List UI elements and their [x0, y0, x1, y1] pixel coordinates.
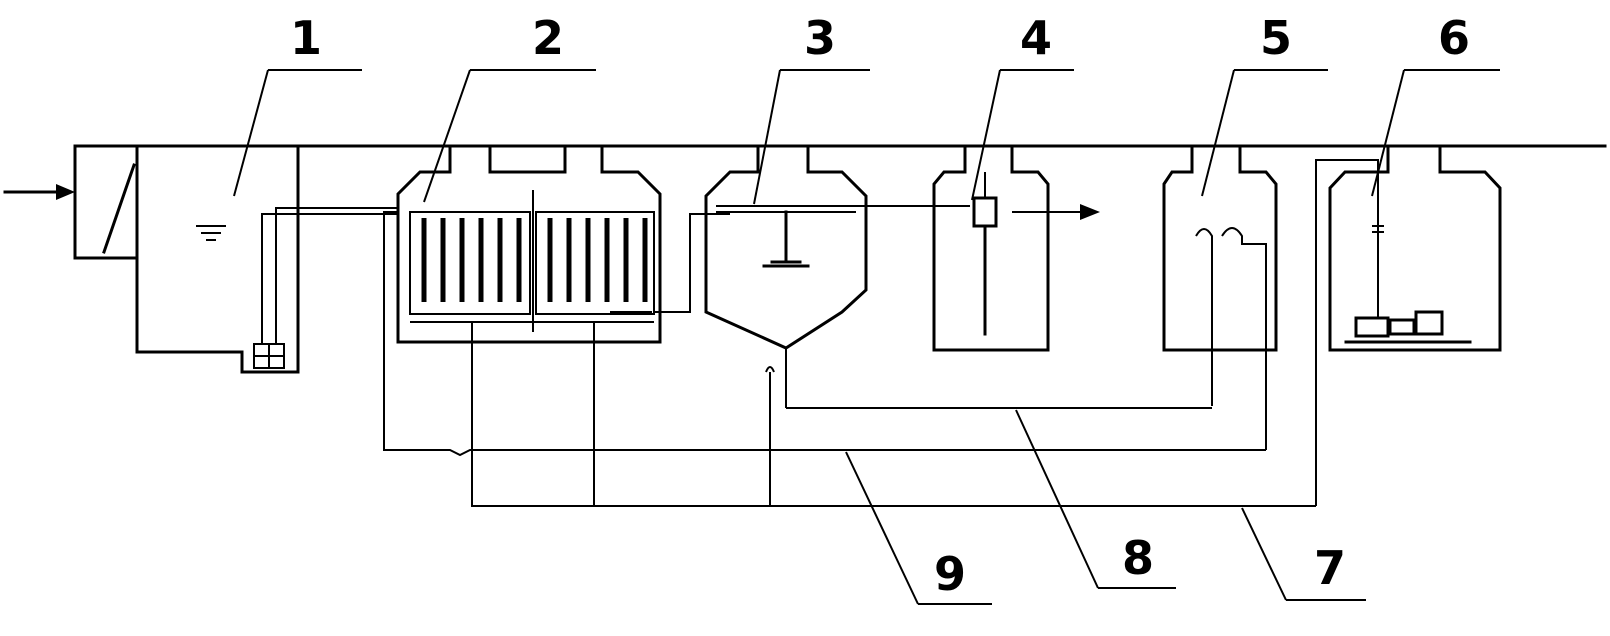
callout-8: 8	[1122, 531, 1154, 585]
unit-5-sludge-tank	[1162, 144, 1278, 450]
unit-3-clarifier	[704, 144, 868, 408]
callout-2: 2	[532, 11, 564, 65]
callout-6: 6	[1438, 11, 1470, 65]
callout-3: 3	[804, 11, 836, 65]
callout-4: 4	[1020, 11, 1052, 65]
pipeline-7-air	[471, 322, 1316, 507]
inlet-arrow	[3, 184, 75, 200]
unit-1-regulating-tank	[73, 144, 398, 374]
callout-5: 5	[1260, 11, 1292, 65]
unit-4-dosing-tank	[932, 144, 1050, 352]
callout-9: 9	[934, 547, 966, 601]
pipeline-9-return	[383, 211, 1266, 457]
callout-1: 1	[290, 11, 322, 65]
callout-7: 7	[1314, 541, 1346, 595]
callout-leaders	[233, 69, 1500, 605]
unit-6-blower-room	[1315, 144, 1502, 506]
unit-2-bioreactor	[396, 144, 730, 344]
effluent-outlet-arrow	[856, 204, 1100, 220]
